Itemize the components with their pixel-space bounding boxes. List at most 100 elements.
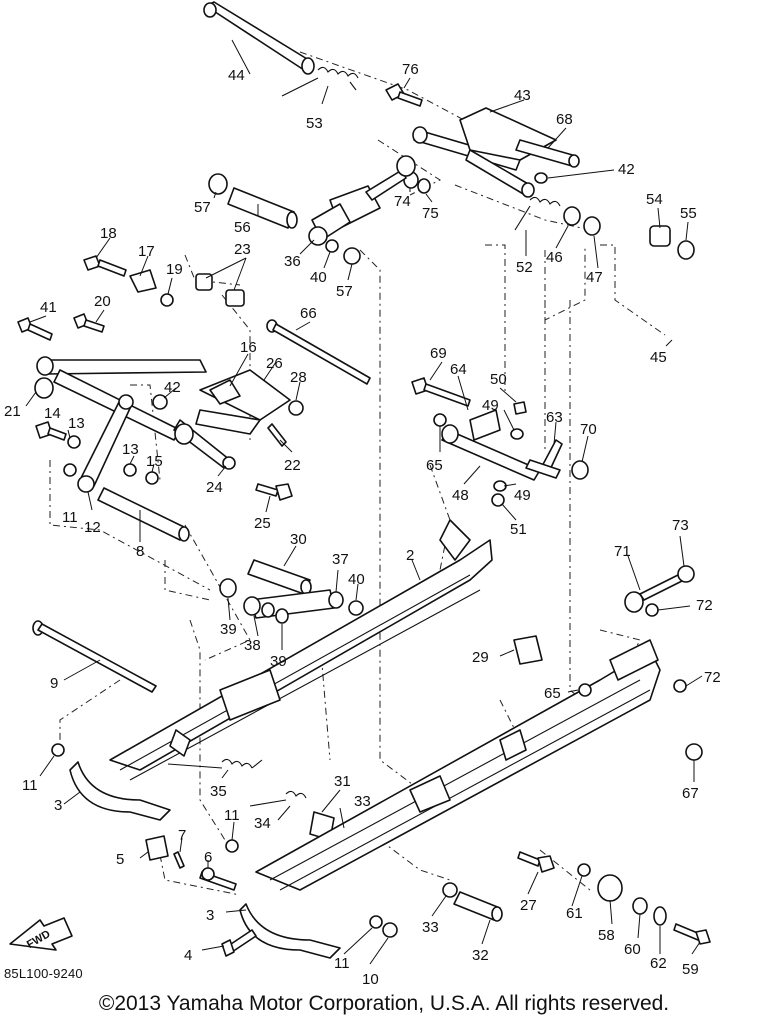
part-label-2[interactable]: 2: [406, 547, 414, 564]
part-label-42[interactable]: 42: [618, 161, 635, 178]
part-label-39[interactable]: 39: [270, 653, 287, 670]
part-label-18[interactable]: 18: [100, 225, 117, 242]
bushing-21: [34, 377, 54, 399]
bolts-41-20: [17, 313, 105, 341]
part-label-74[interactable]: 74: [394, 193, 411, 210]
part-label-42[interactable]: 42: [164, 379, 181, 396]
part-label-51[interactable]: 51: [510, 521, 527, 538]
part-label-37[interactable]: 37: [332, 551, 349, 568]
part-label-26[interactable]: 26: [266, 355, 283, 372]
part-label-33[interactable]: 33: [354, 793, 371, 810]
part-label-38[interactable]: 38: [244, 637, 261, 654]
part-label-36[interactable]: 36: [284, 253, 301, 270]
part-label-16[interactable]: 16: [240, 339, 257, 356]
part-label-46[interactable]: 46: [546, 249, 563, 266]
part-label-65[interactable]: 65: [544, 685, 561, 702]
part-label-66[interactable]: 66: [300, 305, 317, 322]
part-label-31[interactable]: 31: [334, 773, 351, 790]
part-label-5[interactable]: 5: [116, 851, 124, 868]
part-label-8[interactable]: 8: [136, 543, 144, 560]
part-label-57[interactable]: 57: [194, 199, 211, 216]
part-label-25[interactable]: 25: [254, 515, 271, 532]
part-label-13[interactable]: 13: [68, 415, 85, 432]
part-label-22[interactable]: 22: [284, 457, 301, 474]
part-label-40[interactable]: 40: [348, 571, 365, 588]
part-label-65[interactable]: 65: [426, 457, 443, 474]
part-label-50[interactable]: 50: [490, 371, 507, 388]
part-label-52[interactable]: 52: [516, 259, 533, 276]
part-label-11[interactable]: 11: [22, 777, 38, 794]
part-label-71[interactable]: 71: [614, 543, 631, 560]
part-label-72[interactable]: 72: [704, 669, 721, 686]
part-label-55[interactable]: 55: [680, 205, 697, 222]
part-label-7[interactable]: 7: [178, 827, 186, 844]
part-label-35[interactable]: 35: [210, 783, 227, 800]
part-label-11[interactable]: 11: [334, 955, 350, 972]
part-label-11[interactable]: 11: [224, 807, 240, 824]
part-label-68[interactable]: 68: [556, 111, 573, 128]
collar-42b: [152, 394, 168, 410]
part-label-10[interactable]: 10: [362, 971, 379, 988]
part-label-49[interactable]: 49: [514, 487, 531, 504]
part-label-43[interactable]: 43: [514, 87, 531, 104]
collar-28: [288, 400, 304, 416]
bolt-66: [266, 319, 371, 385]
part-label-9[interactable]: 9: [50, 675, 58, 692]
part-label-13[interactable]: 13: [122, 441, 139, 458]
part-label-4[interactable]: 4: [184, 947, 192, 964]
part-label-32[interactable]: 32: [472, 947, 489, 964]
part-label-57[interactable]: 57: [336, 283, 353, 300]
part-label-72[interactable]: 72: [696, 597, 713, 614]
part-label-33[interactable]: 33: [422, 919, 439, 936]
part-label-27[interactable]: 27: [520, 897, 537, 914]
part-label-47[interactable]: 47: [586, 269, 603, 286]
part-label-73[interactable]: 73: [672, 517, 689, 534]
washer-33-tube-32: [442, 882, 503, 922]
part-label-34[interactable]: 34: [254, 815, 271, 832]
part-label-69[interactable]: 69: [430, 345, 447, 362]
part-label-60[interactable]: 60: [624, 941, 641, 958]
part-label-49[interactable]: 49: [482, 397, 499, 414]
part-label-62[interactable]: 62: [650, 955, 667, 972]
part-label-39[interactable]: 39: [220, 621, 237, 638]
part-label-70[interactable]: 70: [580, 421, 597, 438]
part-label-14[interactable]: 14: [44, 405, 61, 422]
part-label-12[interactable]: 12: [84, 519, 101, 536]
part-label-3[interactable]: 3: [206, 907, 214, 924]
part-label-54[interactable]: 54: [646, 191, 663, 208]
part-label-75[interactable]: 75: [422, 205, 439, 222]
part-label-44[interactable]: 44: [228, 67, 245, 84]
part-label-28[interactable]: 28: [290, 369, 307, 386]
part-label-15[interactable]: 15: [146, 453, 163, 470]
part-label-45[interactable]: 45: [650, 349, 667, 366]
part-label-53[interactable]: 53: [306, 115, 323, 132]
part-label-29[interactable]: 29: [472, 649, 489, 666]
part-label-19[interactable]: 19: [166, 261, 183, 278]
bolt-4: [221, 929, 257, 957]
part-label-30[interactable]: 30: [290, 531, 307, 548]
part-label-11[interactable]: 11: [62, 509, 78, 526]
collar-65a: [433, 413, 447, 427]
part-label-41[interactable]: 41: [40, 299, 57, 316]
part-label-56[interactable]: 56: [234, 219, 251, 236]
part-label-48[interactable]: 48: [452, 487, 469, 504]
part-label-23[interactable]: 23: [234, 241, 251, 258]
part-label-76[interactable]: 76: [402, 61, 419, 78]
part-label-63[interactable]: 63: [546, 409, 563, 426]
part-label-20[interactable]: 20: [94, 293, 111, 310]
part-label-21[interactable]: 21: [4, 403, 21, 420]
part-label-6[interactable]: 6: [204, 849, 212, 866]
part-label-3[interactable]: 3: [54, 797, 62, 814]
part-label-64[interactable]: 64: [450, 361, 467, 378]
part-label-40[interactable]: 40: [310, 269, 327, 286]
part-label-24[interactable]: 24: [206, 479, 223, 496]
slide-rail-lower: [255, 639, 661, 891]
part-label-58[interactable]: 58: [598, 927, 615, 944]
part-label-61[interactable]: 61: [566, 905, 583, 922]
part-label-67[interactable]: 67: [682, 785, 699, 802]
part-label-17[interactable]: 17: [138, 243, 155, 260]
part-label-59[interactable]: 59: [682, 961, 699, 978]
pin-22: [267, 423, 287, 447]
bolt-27: [517, 851, 555, 873]
spring-52: [514, 196, 561, 231]
